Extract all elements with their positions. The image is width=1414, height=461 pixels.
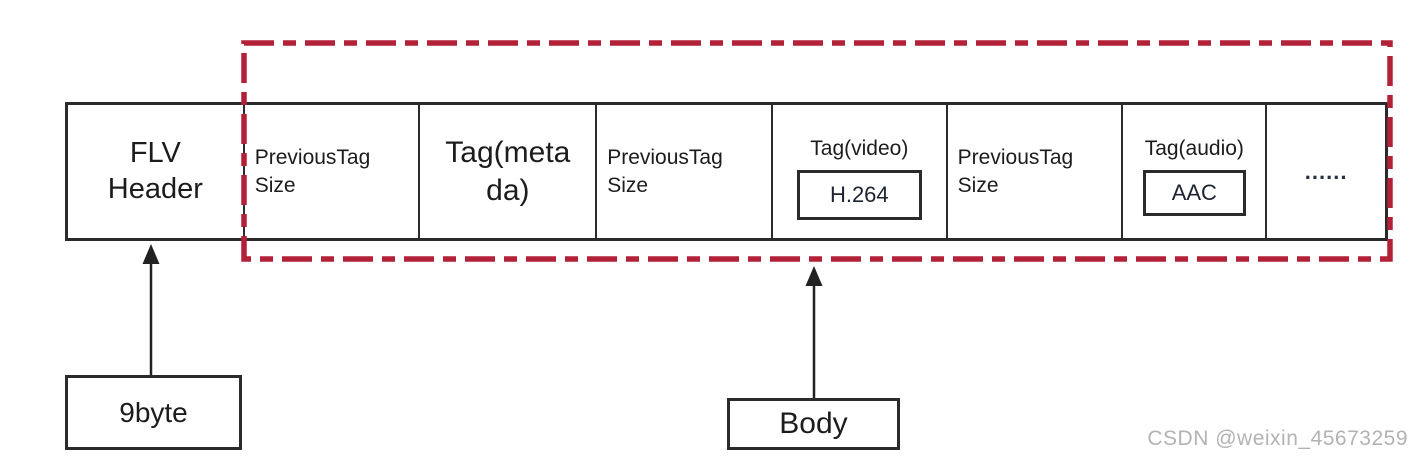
flv-header-label: FLV Header: [107, 137, 203, 205]
previous-tag-size-label: PreviousTag Size: [254, 146, 371, 197]
callout-body-box: Body: [727, 398, 900, 450]
ellipsis-label: ......: [1304, 158, 1348, 184]
cell-tag-video: Tag(video) H.264: [770, 105, 946, 238]
arrow-9byte-to-flv-header: [142, 244, 160, 375]
cell-tag-audio: Tag(audio) AAC: [1121, 105, 1265, 238]
tag-metadata-label-line1: Tag(meta: [445, 136, 571, 169]
arrow-body-to-tags: [805, 266, 823, 398]
tag-audio-label: Tag(audio): [1144, 137, 1244, 160]
tag-metadata-label-line2: da): [486, 173, 530, 207]
cell-flv-header: FLV Header: [68, 105, 243, 238]
callout-9byte-box: 9byte: [65, 375, 242, 450]
flv-structure-row: FLV Header PreviousTag Size Tag(meta da)…: [65, 102, 1388, 241]
body-label: Body: [779, 407, 848, 440]
cell-previous-tag-size-2: PreviousTag Size: [595, 105, 771, 238]
9byte-label: 9byte: [119, 396, 188, 428]
tag-video-label: Tag(video): [810, 137, 909, 160]
cell-ellipsis-more-tags: ......: [1265, 105, 1385, 238]
previous-tag-size-label: PreviousTag Size: [957, 146, 1074, 197]
cell-previous-tag-size-1: PreviousTag Size: [242, 105, 419, 238]
aac-codec-box: AAC: [1142, 170, 1246, 216]
cell-previous-tag-size-3: PreviousTag Size: [945, 105, 1122, 238]
cell-tag-metadata: Tag(meta da): [418, 105, 595, 238]
csdn-watermark: CSDN @weixin_45673259: [1147, 427, 1408, 450]
previous-tag-size-label: PreviousTag Size: [607, 146, 723, 197]
h264-codec-box: H.264: [796, 170, 922, 220]
